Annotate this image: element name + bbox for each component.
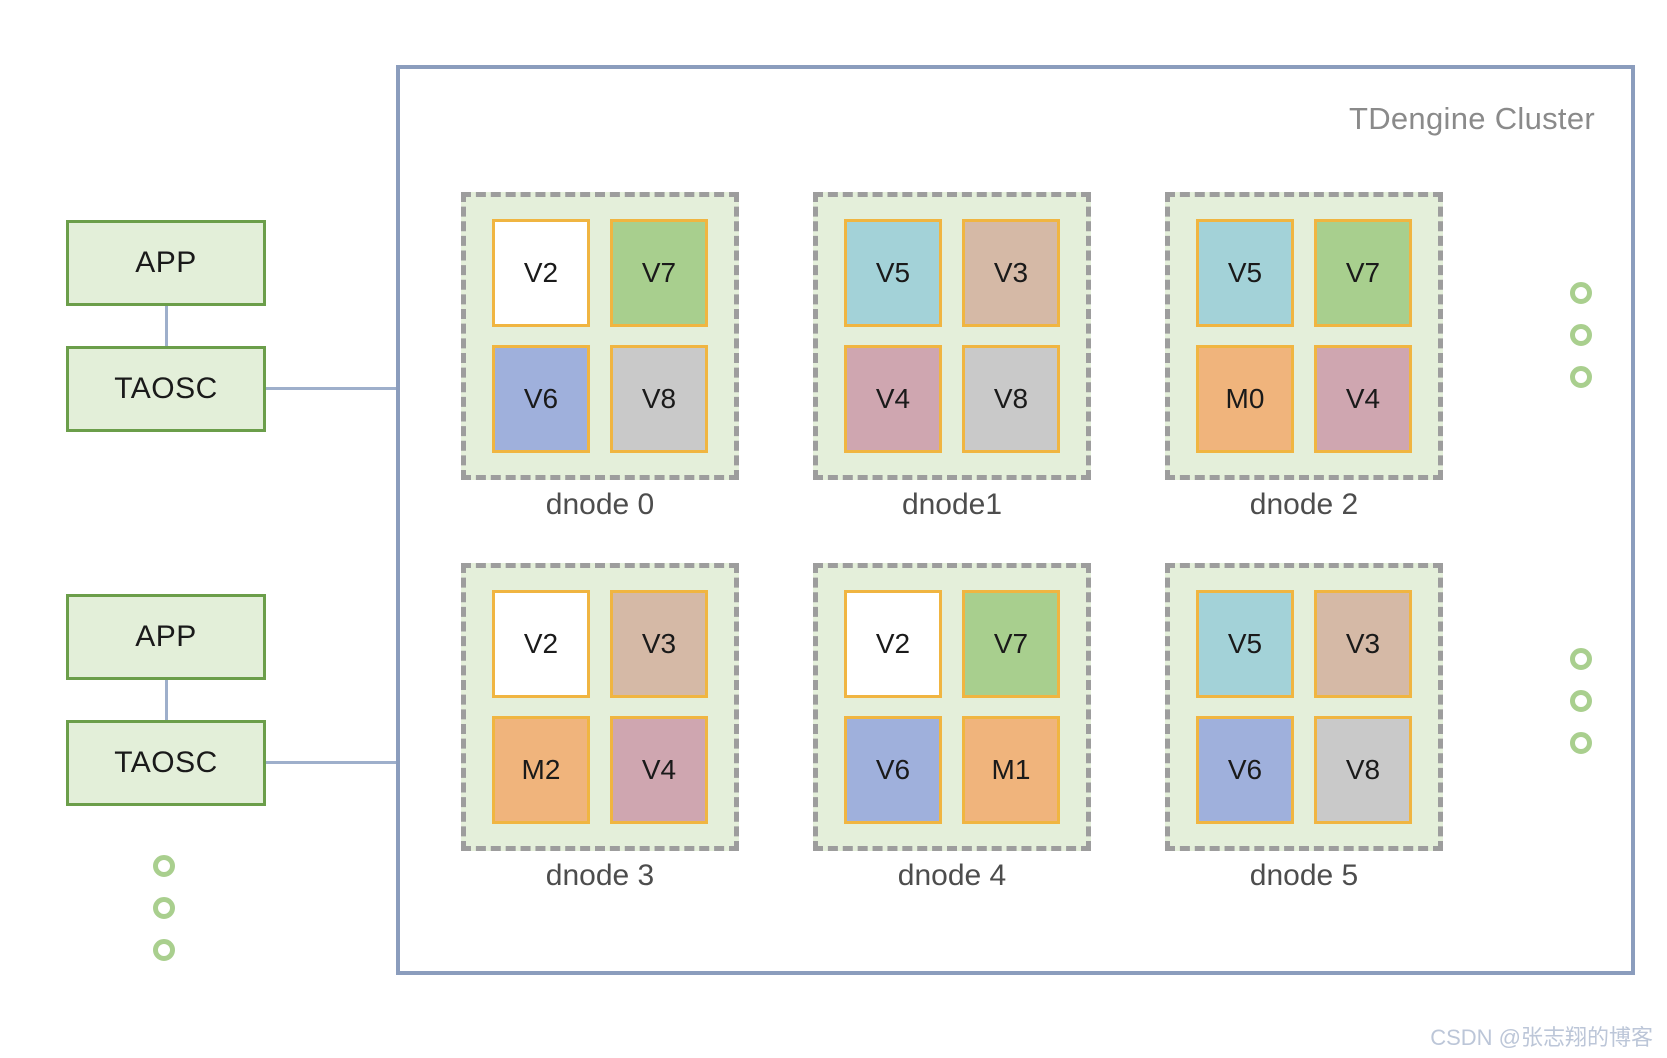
vnode-label: V2 xyxy=(523,257,559,288)
dnode-4-cell-1[interactable]: V7 xyxy=(962,590,1060,698)
dnode-1-body: V5 V3 V4 V8 xyxy=(813,192,1091,480)
vnode-label: V3 xyxy=(1345,628,1381,659)
dnode-0-cell-0[interactable]: V2 xyxy=(492,219,590,327)
connector-taosc1-to-cluster xyxy=(266,387,400,390)
vnode-label: M1 xyxy=(991,754,1031,785)
dnode-2-cell-0[interactable]: V5 xyxy=(1196,219,1294,327)
ellipsis-ring xyxy=(153,897,175,919)
dnode-2-cell-2[interactable]: M0 xyxy=(1196,345,1294,453)
dnode-4-label: dnode 4 xyxy=(897,859,1007,892)
dnode-1-cell-0[interactable]: V5 xyxy=(844,219,942,327)
dnode-5[interactable]: V5 V3 V6 V8 dnode 5 xyxy=(1165,563,1443,892)
dnode-4[interactable]: V2 V7 V6 M1 dnode 4 xyxy=(813,563,1091,892)
vnode-label: V6 xyxy=(523,383,559,414)
dnode-2[interactable]: V5 V7 M0 V4 dnode 2 xyxy=(1165,192,1443,521)
vnode-label: M2 xyxy=(521,754,561,785)
ellipsis-ring xyxy=(1570,366,1592,388)
dnode-1[interactable]: V5 V3 V4 V8 dnode1 xyxy=(813,192,1091,521)
dnode-3-cell-1[interactable]: V3 xyxy=(610,590,708,698)
dnode-3-cell-3[interactable]: V4 xyxy=(610,716,708,824)
dnode-3-cell-2[interactable]: M2 xyxy=(492,716,590,824)
dnode-3[interactable]: V2 V3 M2 V4 dnode 3 xyxy=(461,563,739,892)
vnode-label: M0 xyxy=(1225,383,1265,414)
connector-taosc2-to-cluster xyxy=(266,761,400,764)
dnode-2-cell-1[interactable]: V7 xyxy=(1314,219,1412,327)
dnode-4-cell-2[interactable]: V6 xyxy=(844,716,942,824)
vnode-label: V7 xyxy=(1345,257,1381,288)
taosc-box-1-label: TAOSC xyxy=(114,372,218,405)
vnode-label: V4 xyxy=(875,383,911,414)
watermark: CSDN @张志翔的博客 xyxy=(1430,1025,1653,1050)
taosc-box-1: TAOSC xyxy=(66,346,266,432)
ellipsis-ring xyxy=(1570,282,1592,304)
vnode-label: V5 xyxy=(1227,257,1263,288)
taosc-box-2-label: TAOSC xyxy=(114,746,218,779)
app-box-1-label: APP xyxy=(135,246,197,279)
dnode-4-body: V2 V7 V6 M1 xyxy=(813,563,1091,851)
dnode-4-cell-3[interactable]: M1 xyxy=(962,716,1060,824)
vnode-label: V4 xyxy=(1345,383,1381,414)
dnode-2-body: V5 V7 M0 V4 xyxy=(1165,192,1443,480)
dnode-5-cell-0[interactable]: V5 xyxy=(1196,590,1294,698)
vnode-label: V5 xyxy=(875,257,911,288)
vnode-label: V2 xyxy=(523,628,559,659)
vnode-label: V5 xyxy=(1227,628,1263,659)
dnode-0-cell-2[interactable]: V6 xyxy=(492,345,590,453)
vnode-label: V8 xyxy=(1345,754,1381,785)
dnode-1-label: dnode1 xyxy=(901,488,1003,521)
ellipsis-ring xyxy=(1570,648,1592,670)
vnode-label: V7 xyxy=(993,628,1029,659)
dnode-5-cell-3[interactable]: V8 xyxy=(1314,716,1412,824)
vnode-label: V3 xyxy=(641,628,677,659)
connector-app2-to-taosc2 xyxy=(165,680,168,720)
vnode-label: V4 xyxy=(641,754,677,785)
vnode-label: V8 xyxy=(641,383,677,414)
dnode-row-2-more-indicator xyxy=(1570,648,1592,754)
dnode-5-cell-2[interactable]: V6 xyxy=(1196,716,1294,824)
ellipsis-ring xyxy=(1570,732,1592,754)
vnode-label: V3 xyxy=(993,257,1029,288)
app-box-2-label: APP xyxy=(135,620,197,653)
ellipsis-ring xyxy=(1570,324,1592,346)
dnode-2-label: dnode 2 xyxy=(1249,488,1359,521)
connector-app1-to-taosc1 xyxy=(165,306,168,346)
dnode-3-body: V2 V3 M2 V4 xyxy=(461,563,739,851)
dnode-5-label: dnode 5 xyxy=(1249,859,1359,892)
dnode-5-body: V5 V3 V6 V8 xyxy=(1165,563,1443,851)
vnode-label: V7 xyxy=(641,257,677,288)
dnode-0-body: V2 V7 V6 V8 xyxy=(461,192,739,480)
vnode-label: V6 xyxy=(1227,754,1263,785)
dnode-2-cell-3[interactable]: V4 xyxy=(1314,345,1412,453)
dnode-0-cell-1[interactable]: V7 xyxy=(610,219,708,327)
taosc-box-2: TAOSC xyxy=(66,720,266,806)
vnode-label: V6 xyxy=(875,754,911,785)
dnode-1-cell-3[interactable]: V8 xyxy=(962,345,1060,453)
dnode-0[interactable]: V2 V7 V6 V8 dnode 0 xyxy=(461,192,739,521)
app-box-2: APP xyxy=(66,594,266,680)
vnode-label: V8 xyxy=(993,383,1029,414)
dnode-0-label: dnode 0 xyxy=(545,488,655,521)
ellipsis-ring xyxy=(1570,690,1592,712)
dnode-1-cell-2[interactable]: V4 xyxy=(844,345,942,453)
cluster-title: TDengine Cluster xyxy=(1348,101,1595,136)
client-more-indicator xyxy=(153,855,175,961)
dnode-3-cell-0[interactable]: V2 xyxy=(492,590,590,698)
dnode-1-cell-1[interactable]: V3 xyxy=(962,219,1060,327)
ellipsis-ring xyxy=(153,939,175,961)
app-box-1: APP xyxy=(66,220,266,306)
dnode-5-cell-1[interactable]: V3 xyxy=(1314,590,1412,698)
ellipsis-ring xyxy=(153,855,175,877)
dnode-0-cell-3[interactable]: V8 xyxy=(610,345,708,453)
vnode-label: V2 xyxy=(875,628,911,659)
dnode-3-label: dnode 3 xyxy=(545,859,655,892)
dnode-row-1-more-indicator xyxy=(1570,282,1592,388)
dnode-4-cell-0[interactable]: V2 xyxy=(844,590,942,698)
